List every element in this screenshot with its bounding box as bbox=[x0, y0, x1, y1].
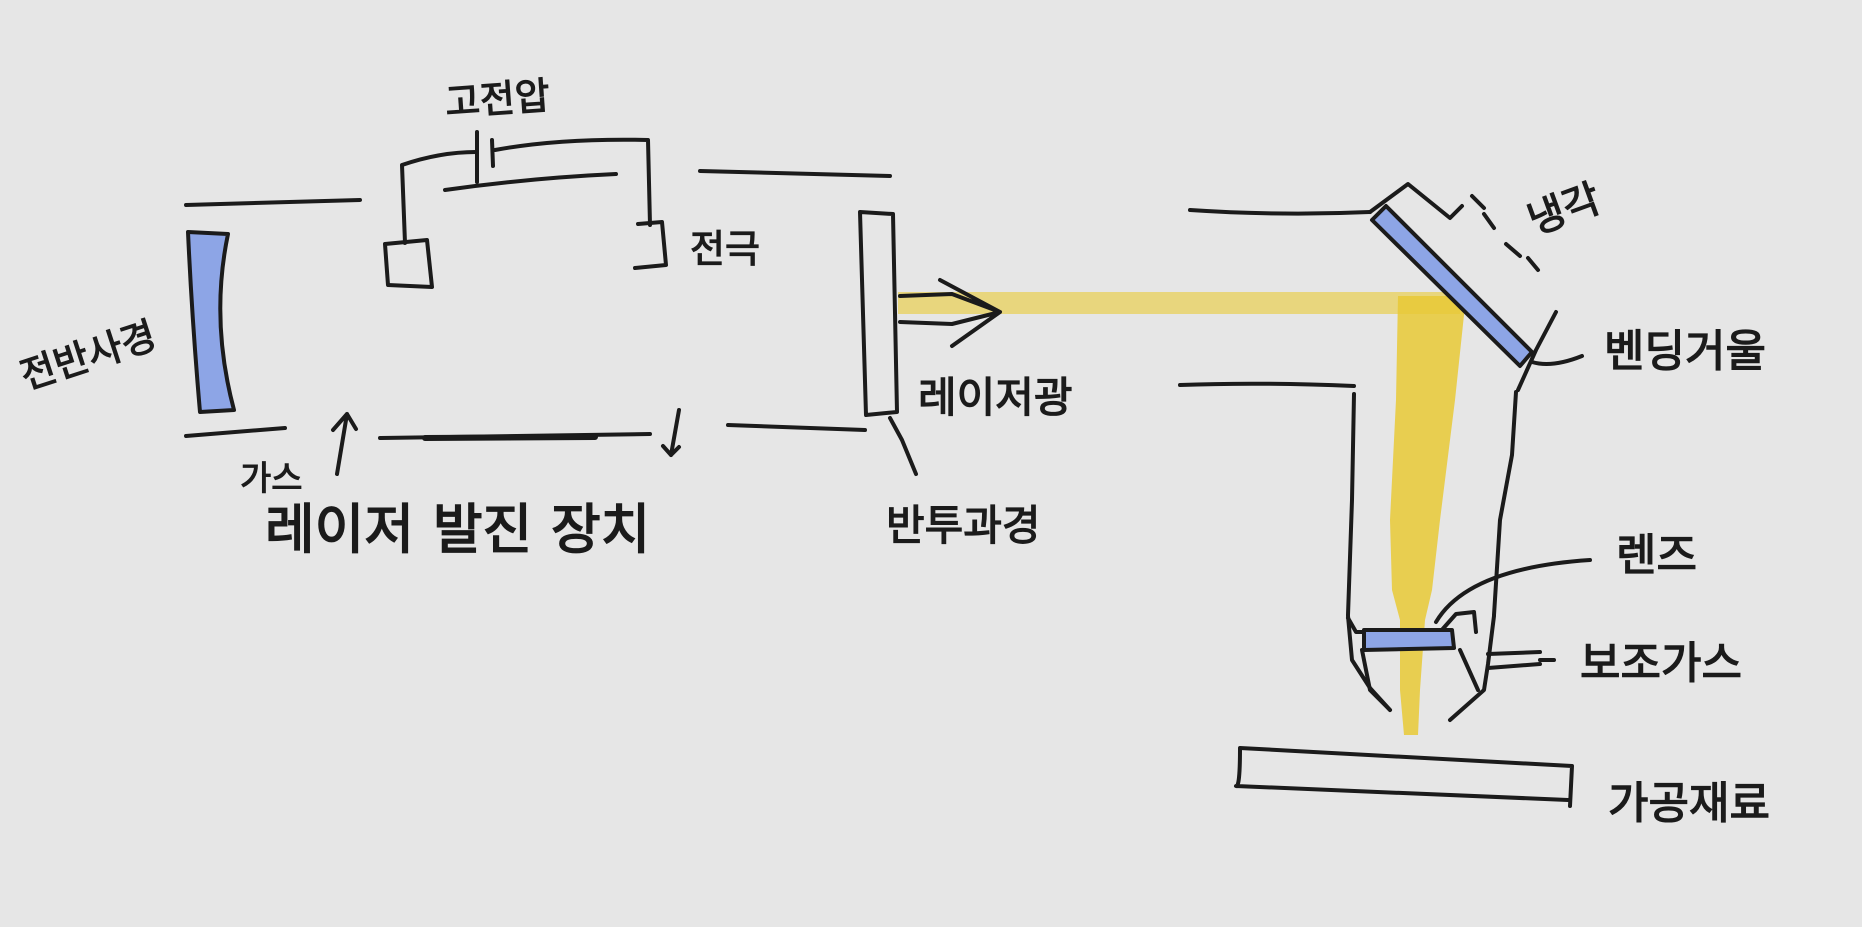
mirror-housing-top bbox=[1368, 182, 1464, 220]
high-voltage-wire-left bbox=[400, 150, 478, 245]
gas-inlet-arrow bbox=[331, 412, 358, 476]
gas-outlet-arrow bbox=[661, 408, 681, 457]
label-laser-beam: 레이저광 bbox=[918, 373, 1073, 422]
label-lens: 렌즈 bbox=[1616, 530, 1697, 581]
assist-gas-lines bbox=[1486, 650, 1556, 670]
laser-beam-horizontal bbox=[898, 292, 1460, 314]
nozzle-right bbox=[1458, 648, 1480, 692]
label-partial-reflector: 반투과경 bbox=[886, 501, 1041, 550]
label-bending-mirror: 벤딩거울 bbox=[1604, 326, 1766, 377]
laser-resonator bbox=[184, 130, 1002, 476]
label-high-voltage: 고전압 bbox=[444, 74, 552, 125]
cooling-mark-2 bbox=[1482, 212, 1496, 230]
cutting-head bbox=[1178, 182, 1592, 808]
housing-top-left bbox=[184, 198, 362, 207]
bending-mirror bbox=[1370, 204, 1534, 368]
high-voltage-wire-lower bbox=[443, 172, 618, 192]
laser-beam bbox=[898, 292, 1466, 735]
lens-leader bbox=[1434, 558, 1592, 624]
label-cooling: 냉각 bbox=[1522, 176, 1607, 244]
full-reflector-mirror bbox=[186, 230, 236, 414]
beam-output-arrow bbox=[898, 278, 1002, 348]
head-left-wall bbox=[1346, 392, 1356, 617]
lens-holder-right bbox=[1448, 614, 1496, 722]
label-assist-gas: 보조가스 bbox=[1580, 638, 1742, 689]
housing-bottom-right bbox=[726, 423, 867, 432]
label-resonator-title: 레이저 발진 장치 bbox=[265, 498, 650, 561]
nozzle-left bbox=[1360, 648, 1392, 712]
labels: 고전압 전극 전반사경 가스 레이저 발진 장치 레이저광 반투과경 냉각 벤딩… bbox=[15, 74, 1770, 829]
lens-holder-top bbox=[1346, 610, 1478, 634]
electrode-right bbox=[633, 220, 668, 270]
capacitor-plate-2 bbox=[490, 138, 495, 168]
housing-bottom-left bbox=[184, 426, 287, 438]
label-full-reflector: 전반사경 bbox=[15, 313, 162, 398]
label-electrode: 전극 bbox=[690, 227, 760, 271]
bending-mirror-leader bbox=[1530, 354, 1584, 366]
lens bbox=[1362, 628, 1456, 652]
housing-top-right bbox=[698, 169, 892, 178]
laser-beam-vertical bbox=[1390, 296, 1466, 735]
cooling-mark-3 bbox=[1504, 242, 1522, 258]
partial-reflector bbox=[858, 210, 899, 417]
tube-bottom-wall bbox=[1178, 381, 1356, 388]
head-right-wall bbox=[1492, 390, 1518, 617]
workpiece bbox=[1234, 746, 1574, 808]
mirror-housing-right bbox=[1516, 310, 1558, 392]
partial-reflector-leader bbox=[888, 416, 918, 476]
label-workpiece: 가공재료 bbox=[1608, 778, 1770, 829]
housing-bottom-middle-thick bbox=[422, 434, 598, 441]
electrode-left bbox=[383, 238, 434, 289]
tube-top-wall bbox=[1188, 208, 1372, 216]
cooling-mark-1 bbox=[1470, 194, 1486, 210]
label-gas: 가스 bbox=[240, 459, 303, 499]
high-voltage-wire-right bbox=[493, 137, 652, 227]
cooling-mark-4 bbox=[1526, 256, 1540, 272]
